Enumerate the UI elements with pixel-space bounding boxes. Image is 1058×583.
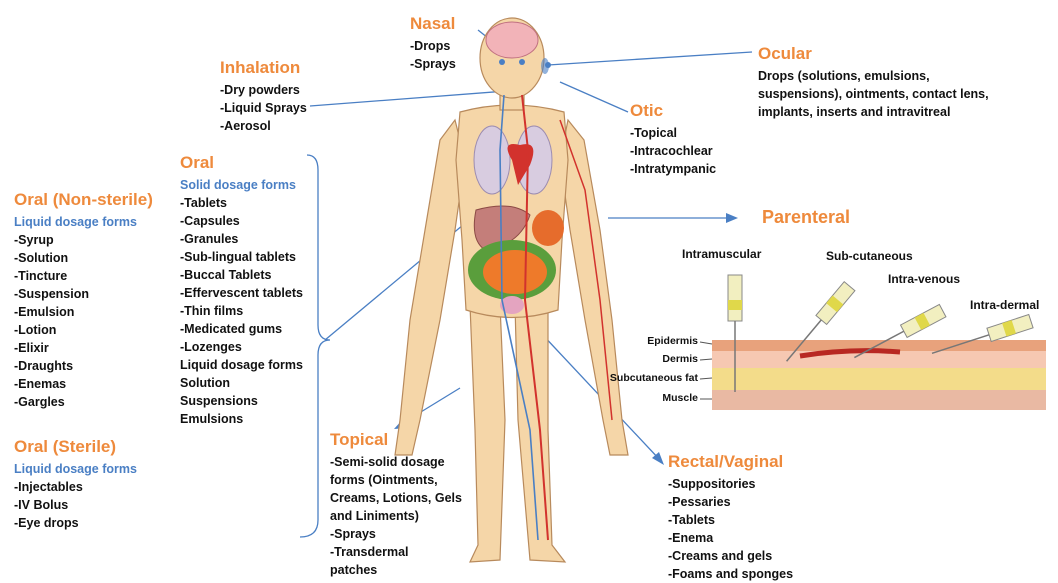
nasal-item: -Sprays bbox=[410, 55, 456, 73]
ocular-block: Ocular Drops (solutions, emulsions, susp… bbox=[758, 44, 993, 121]
oral-non-sterile-heading: Liquid dosage forms bbox=[14, 213, 153, 231]
oral-sterile-item: -Injectables bbox=[14, 478, 137, 496]
stomach bbox=[532, 210, 564, 246]
oral-liquid-item: Liquid dosage forms bbox=[180, 356, 303, 374]
oral-solid-item: -Tablets bbox=[180, 194, 303, 212]
rectal-vaginal-item: -Suppositories bbox=[668, 475, 793, 493]
oral-liquid-item: Solution bbox=[180, 374, 303, 392]
oral-non-sterile-item: -Enemas bbox=[14, 375, 153, 393]
oral-solid-item: -Buccal Tablets bbox=[180, 266, 303, 284]
nasal-block: Nasal -Drops -Sprays bbox=[410, 14, 456, 73]
eye-right bbox=[519, 59, 525, 65]
oral-solid-item: -Effervescent tablets bbox=[180, 284, 303, 302]
ear-right bbox=[541, 58, 549, 74]
ocular-title: Ocular bbox=[758, 44, 993, 64]
oral-solid-heading: Solid dosage forms bbox=[180, 176, 303, 194]
oral-block: Oral Solid dosage forms -Tablets -Capsul… bbox=[180, 153, 303, 428]
oral-solid-item: -Capsules bbox=[180, 212, 303, 230]
oral-non-sterile-block: Oral (Non-sterile) Liquid dosage forms -… bbox=[14, 190, 153, 411]
rectal-vaginal-item: -Tablets bbox=[668, 511, 793, 529]
topical-item: -Sprays bbox=[330, 525, 480, 543]
connector-inhalation bbox=[310, 90, 520, 106]
right-arm bbox=[560, 120, 628, 455]
arrow-parenteral bbox=[726, 213, 738, 223]
oral-non-sterile-item: -Elixir bbox=[14, 339, 153, 357]
rectal-vaginal-title: Rectal/Vaginal bbox=[668, 452, 793, 472]
rectal-vaginal-item: -Enema bbox=[668, 529, 793, 547]
inhalation-item: -Dry powders bbox=[220, 81, 307, 99]
oral-sterile-block: Oral (Sterile) Liquid dosage forms -Inje… bbox=[14, 437, 137, 532]
oral-solid-item: -Thin films bbox=[180, 302, 303, 320]
injection-label-intramuscular: Intramuscular bbox=[682, 247, 761, 261]
inhalation-title: Inhalation bbox=[220, 58, 307, 78]
otic-title: Otic bbox=[630, 101, 716, 121]
oral-solid-item: -Granules bbox=[180, 230, 303, 248]
left-arm bbox=[395, 120, 465, 455]
ocular-text: Drops (solutions, emulsions, suspensions… bbox=[758, 67, 993, 121]
rectal-vaginal-item: -Pessaries bbox=[668, 493, 793, 511]
injection-label-intradermal: Intra-dermal bbox=[970, 298, 1039, 312]
otic-item: -Intratympanic bbox=[630, 160, 716, 178]
rectal-vaginal-item: -Creams and gels bbox=[668, 547, 793, 565]
oral-non-sterile-item: -Solution bbox=[14, 249, 153, 267]
topical-block: Topical -Semi-solid dosage forms (Ointme… bbox=[330, 430, 480, 579]
topical-text: -Semi-solid dosage forms (Ointments, Cre… bbox=[330, 453, 480, 525]
oral-non-sterile-item: -Suspension bbox=[14, 285, 153, 303]
oral-liquid-item: Suspensions bbox=[180, 392, 303, 410]
oral-non-sterile-item: -Emulsion bbox=[14, 303, 153, 321]
intestine-small bbox=[483, 250, 547, 294]
oral-non-sterile-item: -Syrup bbox=[14, 231, 153, 249]
skin-layer-fat: Subcutaneous fat bbox=[578, 372, 698, 384]
nasal-title: Nasal bbox=[410, 14, 456, 34]
oral-sterile-heading: Liquid dosage forms bbox=[14, 460, 137, 478]
skin-layer-muscle: Muscle bbox=[578, 392, 698, 404]
injection-label-subcutaneous: Sub-cutaneous bbox=[826, 249, 913, 263]
injection-label-intravenous: Intra-venous bbox=[888, 272, 960, 286]
oral-title: Oral bbox=[180, 153, 303, 173]
oral-sterile-item: -Eye drops bbox=[14, 514, 137, 532]
oral-solid-item: -Lozenges bbox=[180, 338, 303, 356]
oral-non-sterile-title: Oral (Non-sterile) bbox=[14, 190, 153, 210]
topical-title: Topical bbox=[330, 430, 480, 450]
oral-bracket bbox=[300, 155, 330, 537]
brain bbox=[486, 22, 538, 58]
otic-item: -Intracochlear bbox=[630, 142, 716, 160]
oral-non-sterile-item: -Tincture bbox=[14, 267, 153, 285]
layer-muscle bbox=[712, 388, 1046, 410]
rectal-vaginal-item: -Foams and sponges bbox=[668, 565, 793, 583]
oral-non-sterile-item: -Lotion bbox=[14, 321, 153, 339]
connector-otic bbox=[560, 82, 628, 112]
topical-item: -Transdermal patches bbox=[330, 543, 440, 579]
skin-layer-epidermis: Epidermis bbox=[578, 335, 698, 347]
oral-liquid-item: Emulsions bbox=[180, 410, 303, 428]
skin-layer-dermis: Dermis bbox=[578, 353, 698, 365]
inhalation-item: -Liquid Sprays bbox=[220, 99, 307, 117]
oral-sterile-item: -IV Bolus bbox=[14, 496, 137, 514]
eye-left bbox=[499, 59, 505, 65]
nasal-item: -Drops bbox=[410, 37, 456, 55]
otic-block: Otic -Topical -Intracochlear -Intratympa… bbox=[630, 101, 716, 178]
oral-non-sterile-item: -Draughts bbox=[14, 357, 153, 375]
oral-sterile-title: Oral (Sterile) bbox=[14, 437, 137, 457]
oral-solid-item: -Sub-lingual tablets bbox=[180, 248, 303, 266]
oral-solid-item: -Medicated gums bbox=[180, 320, 303, 338]
skin-cross-section bbox=[700, 275, 1046, 410]
inhalation-item: -Aerosol bbox=[220, 117, 307, 135]
parenteral-title: Parenteral bbox=[762, 207, 850, 228]
otic-item: -Topical bbox=[630, 124, 716, 142]
layer-fat bbox=[712, 366, 1046, 390]
oral-non-sterile-item: -Gargles bbox=[14, 393, 153, 411]
lung-left bbox=[474, 126, 510, 194]
connector-ocular bbox=[548, 52, 752, 65]
inhalation-block: Inhalation -Dry powders -Liquid Sprays -… bbox=[220, 58, 307, 135]
rectal-vaginal-block: Rectal/Vaginal -Suppositories -Pessaries… bbox=[668, 452, 793, 583]
